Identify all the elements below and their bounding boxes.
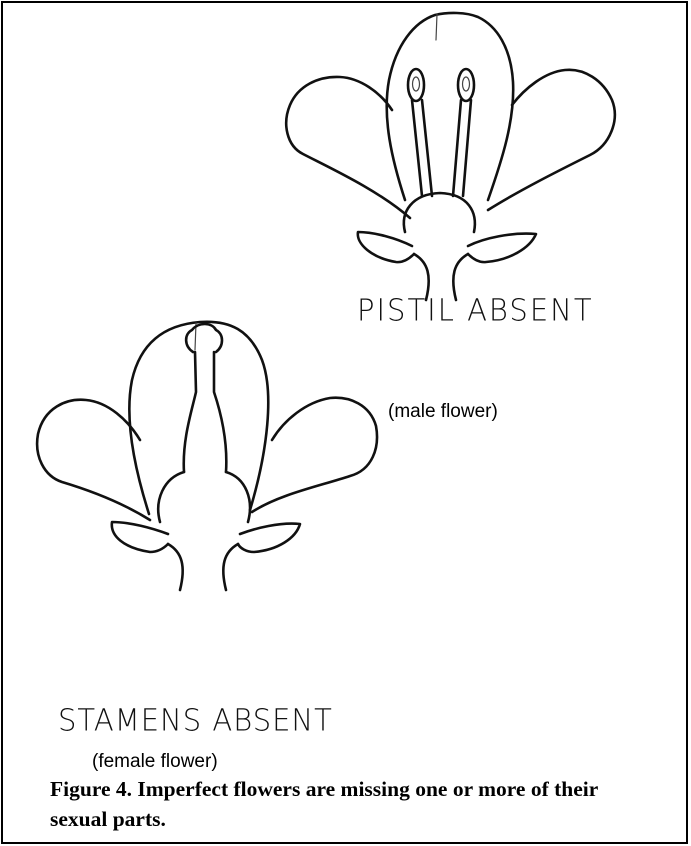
female-ovary — [158, 472, 250, 522]
female-central-petal — [129, 322, 268, 514]
female-flower-note: (female flower) — [92, 751, 218, 773]
female-right-petal — [252, 398, 377, 512]
female-right-sepal — [238, 524, 300, 552]
male-left-anther — [408, 69, 424, 101]
female-left-sepal — [112, 522, 168, 552]
male-central-petal — [387, 13, 514, 200]
female-flower — [37, 322, 377, 590]
male-right-anther-inner — [463, 77, 470, 91]
male-right-stamen — [453, 100, 471, 196]
male-left-anther-inner — [413, 77, 420, 91]
figure-caption: Figure 4. Imperfect flowers are missing … — [50, 774, 630, 834]
male-left-sepal — [358, 232, 414, 262]
caption-container: Figure 4. Imperfect flowers are missing … — [50, 774, 630, 834]
male-right-anther — [458, 69, 474, 101]
female-style — [184, 352, 227, 472]
stamens-absent-label: STAMENS ABSENT — [58, 702, 333, 738]
male-receptacle — [404, 193, 475, 232]
male-left-stamen — [412, 100, 432, 196]
female-stalk — [168, 544, 238, 590]
female-stigma — [186, 324, 222, 352]
female-left-petal — [37, 400, 150, 520]
male-right-sepal — [468, 234, 536, 263]
male-flower-note: (male flower) — [388, 401, 498, 423]
pistil-absent-label: PISTIL ABSENT — [357, 292, 594, 328]
male-petal-midrib — [436, 14, 437, 40]
male-flower — [286, 13, 615, 300]
